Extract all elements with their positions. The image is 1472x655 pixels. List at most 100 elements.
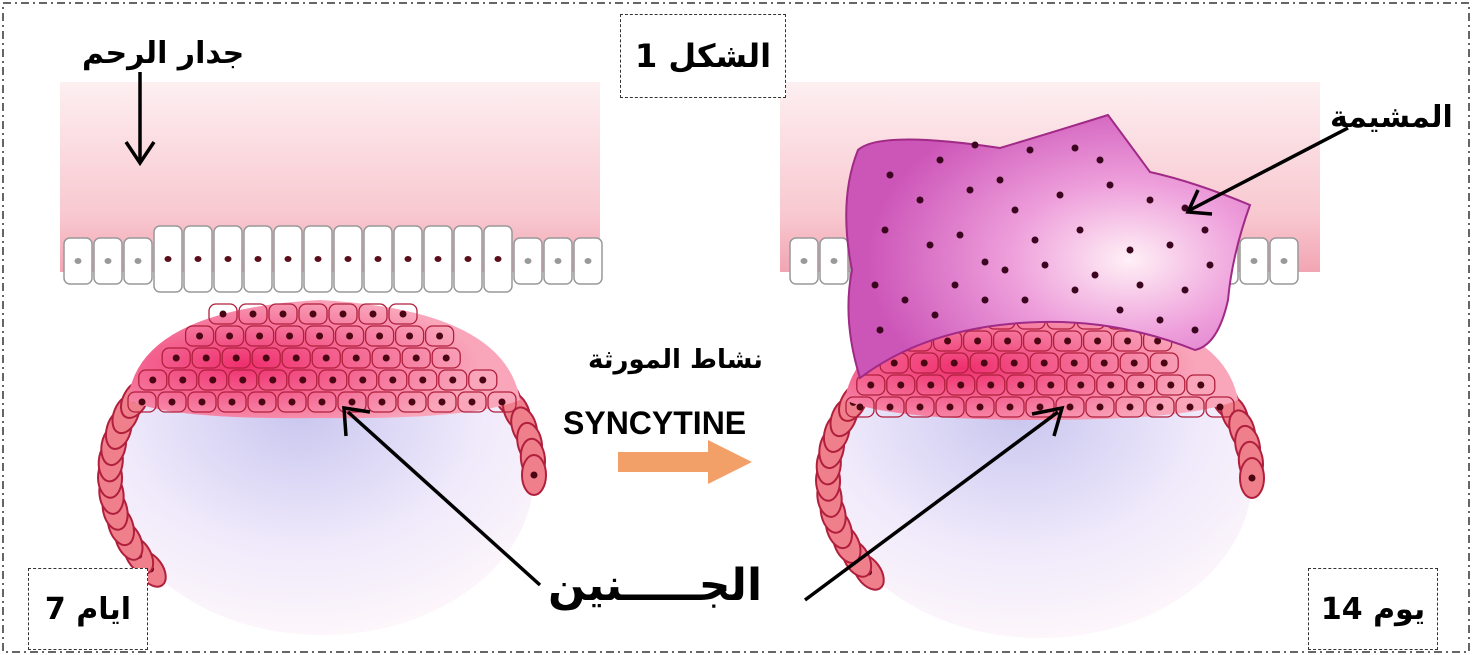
placenta-nucleus <box>1012 207 1019 214</box>
inner-cell-nucleus <box>316 333 323 340</box>
placenta-nucleus <box>1027 147 1034 154</box>
inner-cell-nucleus <box>867 382 874 389</box>
placenta-nucleus <box>1202 227 1209 234</box>
inner-cell-nucleus <box>1064 338 1071 345</box>
inner-cell-nucleus <box>196 333 203 340</box>
inner-cell-nucleus <box>1197 382 1204 389</box>
inner-cell-nucleus <box>263 355 270 362</box>
inner-cell-nucleus <box>199 399 206 406</box>
inner-cell-nucleus <box>947 404 954 411</box>
inner-cell-nucleus <box>226 333 233 340</box>
inner-cell-nucleus <box>887 404 894 411</box>
inner-cell-nucleus <box>409 399 416 406</box>
inner-cell-nucleus <box>1131 360 1138 367</box>
epithelial-nucleus <box>375 256 382 262</box>
inner-cell-nucleus <box>1107 382 1114 389</box>
process-arrow <box>618 440 752 484</box>
placenta-nucleus <box>1002 267 1009 274</box>
placenta-nucleus <box>1192 327 1199 334</box>
gene-activity-label: نشاط المورثة <box>588 345 763 375</box>
inner-cell-nucleus <box>149 377 156 384</box>
inner-cell-nucleus <box>256 333 263 340</box>
inner-cell-nucleus <box>951 360 958 367</box>
inner-cell-nucleus <box>1217 404 1224 411</box>
placenta-nucleus <box>1157 317 1164 324</box>
placenta-nucleus <box>1117 307 1124 314</box>
trophoblast-nucleus <box>531 472 538 479</box>
placenta-nucleus <box>1022 297 1029 304</box>
inner-cell-nucleus <box>233 355 240 362</box>
epithelial-nucleus <box>495 256 502 262</box>
inner-cell-nucleus <box>1077 382 1084 389</box>
epithelial-nucleus <box>1251 258 1258 264</box>
inner-cell-nucleus <box>1127 404 1134 411</box>
placenta-nucleus <box>967 187 974 194</box>
epithelial-nucleus <box>165 256 172 262</box>
inner-cell-nucleus <box>1124 338 1131 345</box>
inner-cell-nucleus <box>346 333 353 340</box>
day7-label: 7 ايام <box>45 592 131 627</box>
inner-cell-nucleus <box>469 399 476 406</box>
epithelial-nucleus <box>75 258 82 264</box>
inner-cell-nucleus <box>891 360 898 367</box>
placenta-nucleus <box>932 312 939 319</box>
inner-cell-nucleus <box>289 399 296 406</box>
inner-cell-nucleus <box>259 399 266 406</box>
gene-name-label: SYNCYTINE <box>563 405 746 442</box>
inner-cell-nucleus <box>400 311 407 318</box>
epithelial-nucleus <box>1281 258 1288 264</box>
placenta-nucleus <box>1107 182 1114 189</box>
inner-cell-nucleus <box>1094 338 1101 345</box>
placenta-nucleus <box>1137 282 1144 289</box>
inner-cell-nucleus <box>1041 360 1048 367</box>
epithelial-nucleus <box>225 256 232 262</box>
inner-cell-nucleus <box>499 399 506 406</box>
inner-cell-nucleus <box>1137 382 1144 389</box>
day7-box: 7 ايام <box>28 568 148 650</box>
inner-cell-nucleus <box>1167 382 1174 389</box>
inner-cell-nucleus <box>299 377 306 384</box>
inner-cell-nucleus <box>173 355 180 362</box>
inner-cell-nucleus <box>220 311 227 318</box>
epithelial-nucleus <box>435 256 442 262</box>
epithelial-nucleus <box>135 258 142 264</box>
epithelial-nucleus <box>195 256 202 262</box>
inner-cell-nucleus <box>917 404 924 411</box>
inner-cell-nucleus <box>383 355 390 362</box>
epithelial-nucleus <box>555 258 562 264</box>
placenta-nucleus <box>877 327 884 334</box>
inner-cell-nucleus <box>1037 404 1044 411</box>
placenta-label: المشيمة <box>1330 100 1453 135</box>
inner-cell-nucleus <box>1101 360 1108 367</box>
placenta-nucleus <box>982 297 989 304</box>
inner-cell-nucleus <box>370 311 377 318</box>
inner-cell-nucleus <box>310 311 317 318</box>
epithelial-nucleus <box>465 256 472 262</box>
epithelial-nucleus <box>285 256 292 262</box>
inner-cell-nucleus <box>436 333 443 340</box>
placenta-nucleus <box>982 259 989 266</box>
figure-title: الشكل 1 <box>635 37 771 75</box>
placenta-nucleus <box>952 282 959 289</box>
panel-day7 <box>60 82 602 635</box>
placenta-nucleus <box>937 157 944 164</box>
placenta-nucleus <box>997 177 1004 184</box>
inner-cell-nucleus <box>293 355 300 362</box>
inner-cell-nucleus <box>239 377 246 384</box>
embryo-label: الجـــــنين <box>548 560 762 611</box>
placenta-nucleus <box>1097 157 1104 164</box>
figure-title-box: الشكل 1 <box>620 14 786 98</box>
placenta-nucleus <box>1072 287 1079 294</box>
inner-cell-nucleus <box>1004 338 1011 345</box>
inner-cell-nucleus <box>353 355 360 362</box>
epithelial-nucleus <box>585 258 592 264</box>
epithelial-nucleus <box>405 256 412 262</box>
inner-cell-nucleus <box>203 355 210 362</box>
placenta-nucleus <box>872 282 879 289</box>
placenta-nucleus <box>1042 262 1049 269</box>
inner-cell-nucleus <box>329 377 336 384</box>
inner-cell-nucleus <box>419 377 426 384</box>
inner-cell-nucleus <box>1071 360 1078 367</box>
day14-label: 14 يوم <box>1321 592 1425 627</box>
